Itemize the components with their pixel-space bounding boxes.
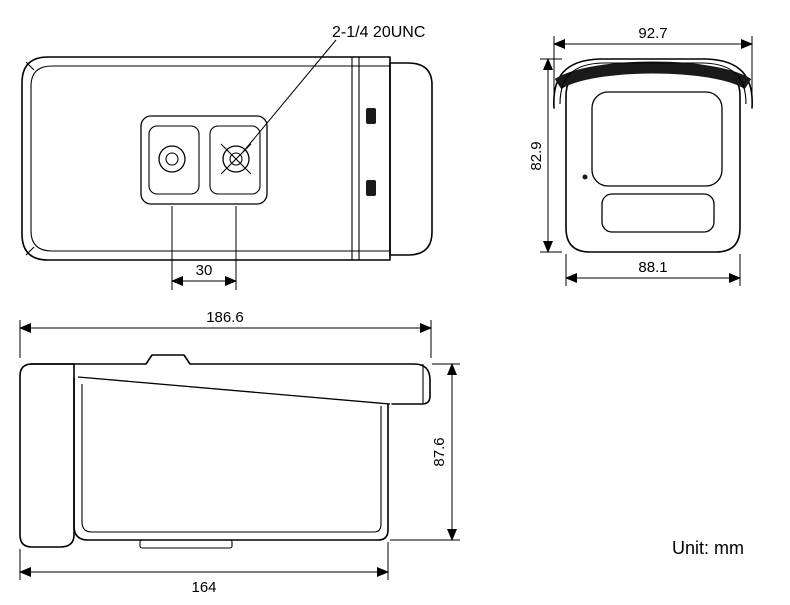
dim-side-height: 87.6 xyxy=(390,363,460,541)
mounting-plate-recess-left xyxy=(148,125,200,195)
thread-leader-line xyxy=(242,39,337,153)
lower-window xyxy=(601,193,715,233)
mounting-plate xyxy=(140,115,268,205)
top-view-corner-tick-bottom xyxy=(25,246,35,256)
thread-spec-label: 2-1/4 20UNC xyxy=(332,24,425,41)
dim-front-width-bottom: 88.1 xyxy=(565,254,741,286)
side-body-inner-contour xyxy=(81,384,382,533)
dim-hole-spacing-value: 30 xyxy=(196,262,213,279)
dim-front-width-top-value: 92.7 xyxy=(638,25,667,42)
rear-connector-mark-2 xyxy=(366,180,376,196)
unit-note: Unit: mm xyxy=(672,538,744,558)
dim-front-height: 82.9 xyxy=(528,58,562,253)
screw-hole-left-inner xyxy=(165,152,179,166)
top-view-corner-tick-top xyxy=(25,61,35,71)
dim-hole-spacing: 30 xyxy=(171,206,237,290)
top-view-body-outline xyxy=(21,56,391,261)
top-view-body-inner-contour xyxy=(30,65,390,252)
dim-side-length-top: 186.6 xyxy=(19,309,432,358)
side-body-outline xyxy=(73,377,389,541)
dim-front-width-top: 92.7 xyxy=(553,25,753,100)
dim-side-height-value: 87.6 xyxy=(431,437,448,466)
dim-side-length-bottom: 164 xyxy=(19,542,389,596)
screw-hole-left-outer xyxy=(158,145,186,173)
side-shield-underside-diagonal xyxy=(77,376,391,405)
side-bracket-outline xyxy=(19,363,75,548)
dim-side-length-top-value: 186.6 xyxy=(206,309,244,326)
front-view: 92.7 82.9 88.1 xyxy=(528,25,753,286)
mounting-plate-recess-right xyxy=(209,125,261,195)
dim-side-length-bottom-value: 164 xyxy=(191,579,216,596)
rear-connector-mark-1 xyxy=(366,108,376,124)
sun-shield-top-band xyxy=(554,61,752,90)
side-shield-outline xyxy=(29,354,431,405)
sun-shield-inner-edge xyxy=(559,62,747,105)
screw-hole-right-outer xyxy=(222,145,250,173)
lens-window xyxy=(591,91,723,187)
side-bottom-foot xyxy=(139,539,233,549)
dim-front-height-value: 82.9 xyxy=(528,141,545,170)
side-view: 186.6 87.6 164 xyxy=(19,309,460,596)
screw-hole-right-inner xyxy=(229,152,243,166)
top-view: 2-1/4 20UNC 30 xyxy=(21,24,433,290)
top-view-rear-cap xyxy=(389,62,433,256)
microphone-dot xyxy=(582,174,588,180)
dim-front-width-bottom-value: 88.1 xyxy=(638,259,667,276)
